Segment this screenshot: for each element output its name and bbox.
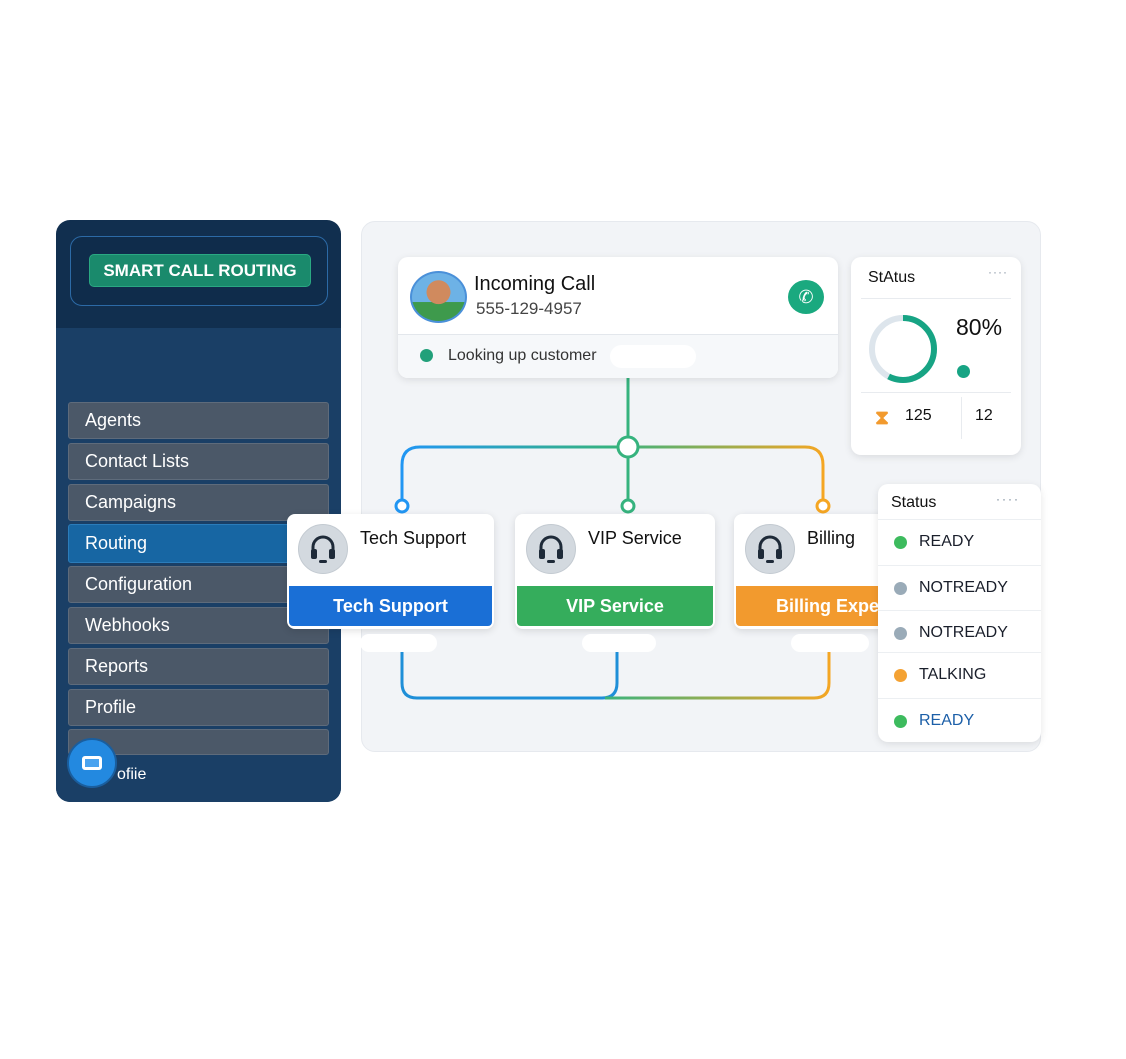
profile-label: ofiie bbox=[117, 766, 147, 783]
sidebar-item-campaigns[interactable]: Campaigns bbox=[68, 484, 329, 521]
status-label: READY bbox=[919, 533, 975, 550]
placeholder-pill bbox=[582, 634, 656, 652]
status-dot bbox=[894, 669, 907, 682]
status-dot bbox=[894, 715, 907, 728]
node-billing bbox=[815, 498, 831, 514]
status-row[interactable]: READY bbox=[878, 698, 1041, 742]
sidebar-item-reports[interactable]: Reports bbox=[68, 648, 329, 685]
status-widget-title: StAtus bbox=[868, 269, 916, 286]
screen-icon bbox=[82, 756, 102, 770]
node-tech bbox=[394, 498, 410, 514]
node-vip bbox=[620, 498, 636, 514]
status-dot bbox=[420, 349, 433, 362]
phone-icon: ✆ bbox=[798, 286, 814, 307]
chat-button[interactable] bbox=[67, 738, 117, 788]
agent-status-list: Status ···· READY NOTREADY NOTREADY TALK… bbox=[878, 484, 1041, 742]
headset-icon bbox=[298, 524, 348, 574]
headset-icon bbox=[745, 524, 795, 574]
status-row[interactable]: READY bbox=[878, 519, 1041, 563]
status-label: TALKING bbox=[919, 666, 987, 683]
more-icon[interactable]: ···· bbox=[996, 492, 1020, 506]
placeholder-pill bbox=[610, 345, 696, 368]
status-row[interactable]: NOTREADY bbox=[878, 565, 1041, 609]
call-title: Incoming Call bbox=[474, 273, 596, 295]
agent-card-billing[interactable]: Billing Billing Expe bbox=[734, 514, 894, 629]
queue-button[interactable]: Billing Expe bbox=[736, 586, 892, 626]
progress-arc bbox=[869, 315, 937, 383]
status-list-title: Status bbox=[891, 494, 937, 511]
agent-card-tech-support[interactable]: Tech Support Tech Support bbox=[287, 514, 494, 629]
waiting-count: 125 bbox=[905, 407, 932, 424]
hub-node bbox=[616, 435, 640, 459]
lookup-status: Looking up customer bbox=[448, 347, 597, 364]
queue-button[interactable]: Tech Support bbox=[289, 586, 492, 626]
sidebar-item-agents[interactable]: Agents bbox=[68, 402, 329, 439]
answer-button[interactable]: ✆ bbox=[788, 280, 824, 314]
sidebar-item-contact-lists[interactable]: Contact Lists bbox=[68, 443, 329, 480]
active-count: 12 bbox=[975, 407, 993, 424]
progress-percent: 80% bbox=[956, 314, 1003, 340]
more-icon[interactable]: ···· bbox=[988, 265, 1008, 279]
incoming-call-card: Incoming Call 555-129-4957 ✆ Looking up … bbox=[398, 257, 838, 378]
sidebar-item-configuration[interactable]: Configuration bbox=[68, 566, 329, 603]
agent-card-vip-service[interactable]: VIP Service VIP Service bbox=[515, 514, 715, 629]
branch-line bbox=[400, 445, 825, 500]
brand-header: SMART CALL ROUTING bbox=[70, 236, 328, 306]
status-dot bbox=[894, 536, 907, 549]
queue-button[interactable]: VIP Service bbox=[517, 586, 713, 626]
status-row[interactable]: TALKING bbox=[878, 652, 1041, 696]
return-line-billing bbox=[605, 650, 831, 700]
agent-name: Tech Support bbox=[360, 528, 467, 548]
status-dot bbox=[894, 582, 907, 595]
hourglass-icon: ⧗ bbox=[875, 407, 890, 429]
caller-number: 555-129-4957 bbox=[476, 299, 582, 318]
caller-avatar bbox=[410, 271, 467, 323]
status-label: READY bbox=[919, 712, 975, 729]
status-row[interactable]: NOTREADY bbox=[878, 610, 1041, 654]
status-dot bbox=[894, 627, 907, 640]
sidebar: SMART CALL ROUTING Agents Contact Lists … bbox=[56, 220, 341, 802]
placeholder-pill bbox=[791, 634, 869, 652]
brand-button[interactable]: SMART CALL ROUTING bbox=[89, 254, 311, 287]
agent-name: Billing bbox=[807, 528, 856, 548]
status-widget: StAtus ···· 80% ⧗ 125 12 bbox=[851, 257, 1021, 455]
status-dot bbox=[957, 365, 970, 378]
progress-donut bbox=[869, 315, 937, 383]
agent-name: VIP Service bbox=[588, 528, 682, 548]
sidebar-item-webhooks[interactable]: Webhooks bbox=[68, 607, 329, 644]
sidebar-item-profile[interactable]: Profile bbox=[68, 689, 329, 726]
status-label: NOTREADY bbox=[919, 624, 1008, 641]
return-line bbox=[400, 650, 619, 700]
headset-icon bbox=[526, 524, 576, 574]
status-label: NOTREADY bbox=[919, 579, 1008, 596]
placeholder-pill bbox=[360, 634, 437, 652]
